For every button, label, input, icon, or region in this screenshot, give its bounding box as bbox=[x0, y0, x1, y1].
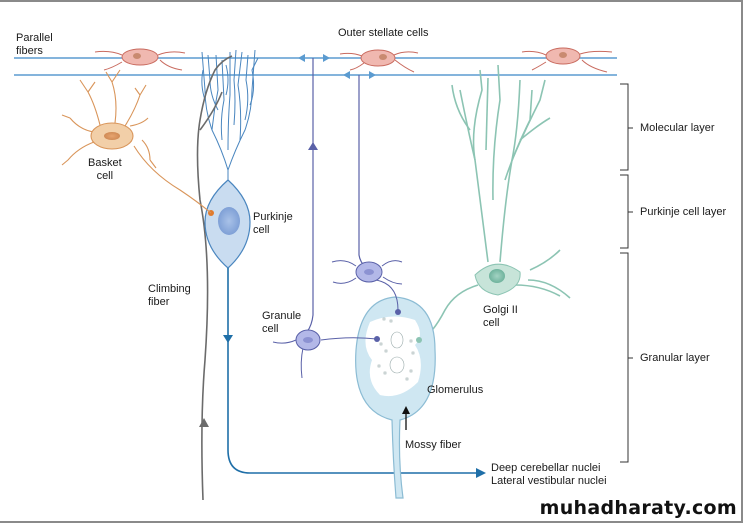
label-granule-cell: Granule cell bbox=[262, 310, 301, 336]
watermark: muhadharaty.com bbox=[539, 497, 737, 519]
label-line: fiber bbox=[148, 296, 170, 308]
arrow-right-icon bbox=[323, 54, 330, 62]
label-parallel-fibers: Parallel fibers bbox=[16, 32, 53, 58]
label-line: Deep cerebellar nuclei bbox=[491, 462, 601, 474]
parallel-fiber-arrows bbox=[298, 54, 376, 79]
arrow-right-icon bbox=[476, 468, 486, 478]
label-line: Lateral vestibular nuclei bbox=[491, 475, 607, 487]
label-outer-stellate-cells: Outer stellate cells bbox=[338, 27, 429, 39]
label-line: fibers bbox=[16, 45, 43, 57]
label-line: Granule bbox=[262, 310, 302, 322]
label-line: Parallel bbox=[16, 32, 53, 44]
arrow-up-icon bbox=[402, 406, 410, 414]
label-purkinje-cell-layer: Purkinje cell layer bbox=[640, 206, 727, 218]
purkinje-axon bbox=[223, 268, 486, 478]
parallel-fibers bbox=[14, 57, 617, 76]
label-golgi-cell: Golgi II cell bbox=[483, 304, 518, 330]
purkinje-cell bbox=[204, 179, 251, 269]
arrow-right-icon bbox=[369, 71, 376, 79]
label-output-nuclei: Deep cerebellar nuclei Lateral vestibula… bbox=[491, 462, 607, 488]
arrow-left-icon bbox=[343, 71, 350, 79]
label-line: Golgi II bbox=[483, 304, 518, 316]
bracket-molecular bbox=[620, 83, 633, 171]
stellate-cell-right bbox=[521, 47, 613, 73]
stellate-cell-middle bbox=[339, 49, 419, 73]
label-line: Basket bbox=[88, 157, 122, 169]
glomerulus bbox=[355, 296, 436, 499]
label-glomerulus: Glomerulus bbox=[427, 384, 484, 396]
label-line: cell bbox=[96, 170, 114, 182]
climbing-fiber bbox=[196, 55, 233, 501]
label-climbing-fiber: Climbing fiber bbox=[148, 283, 191, 309]
bracket-granular bbox=[620, 252, 633, 463]
arrow-up-icon bbox=[199, 418, 209, 427]
arrow-down-icon bbox=[223, 335, 233, 343]
golgi-cell bbox=[419, 64, 571, 341]
basket-cell bbox=[61, 69, 212, 214]
label-line: Climbing bbox=[148, 283, 191, 295]
label-line: Purkinje bbox=[253, 211, 293, 223]
arrow-left-icon bbox=[298, 54, 305, 62]
granule-cell-upper bbox=[331, 260, 403, 311]
label-line: cell bbox=[262, 323, 279, 335]
label-granular-layer: Granular layer bbox=[640, 352, 710, 364]
mossy-fiber-arrow bbox=[402, 406, 410, 430]
arrow-up-icon bbox=[308, 142, 318, 150]
label-purkinje-cell: Purkinje cell bbox=[253, 211, 293, 237]
label-line: cell bbox=[483, 317, 500, 329]
label-mossy-fiber: Mossy fiber bbox=[405, 439, 462, 451]
label-basket-cell: Basket cell bbox=[88, 157, 122, 183]
label-line: cell bbox=[253, 224, 270, 236]
layer-brackets bbox=[620, 83, 633, 463]
granule-axons bbox=[306, 58, 367, 333]
granule-cell-lower bbox=[272, 329, 378, 379]
label-molecular-layer: Molecular layer bbox=[640, 122, 715, 134]
stellate-cell-left bbox=[94, 48, 186, 71]
bracket-purkinje bbox=[620, 174, 633, 249]
